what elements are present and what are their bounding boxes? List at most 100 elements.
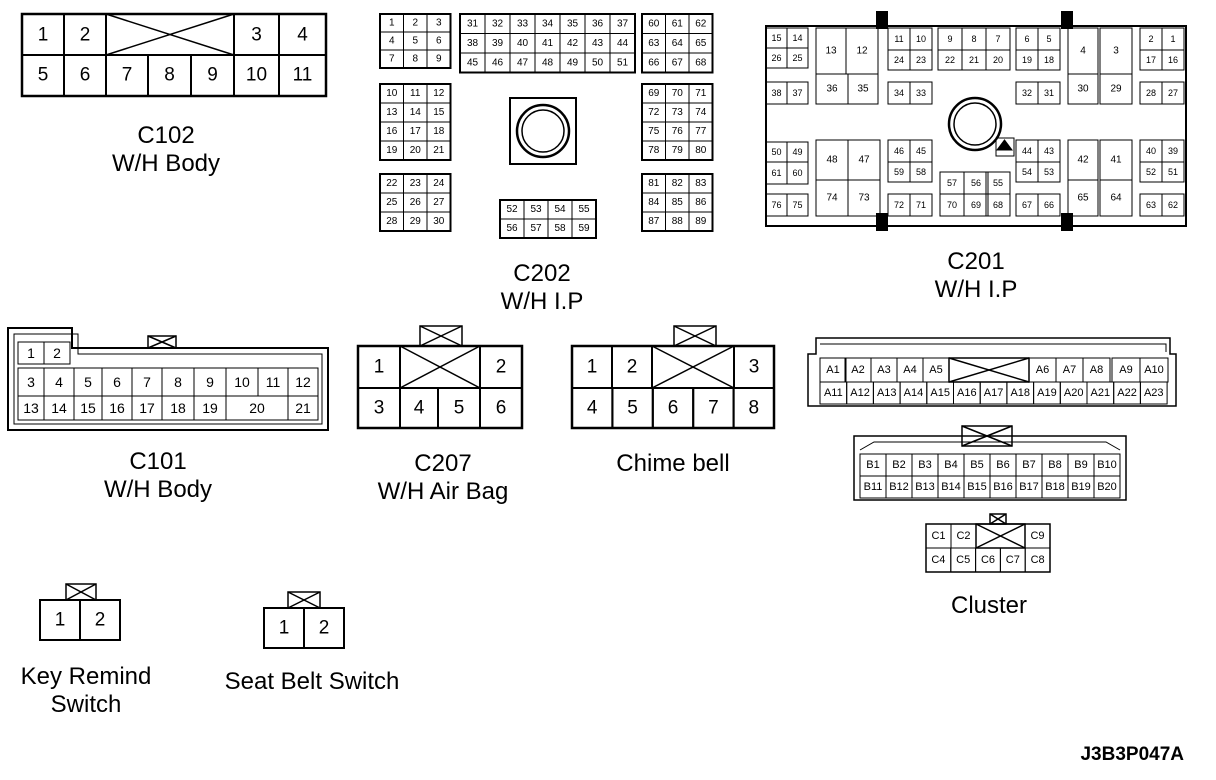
pin-number: 11 (293, 65, 313, 86)
pin-number: 52 (506, 204, 518, 215)
pin-number: 13 (23, 400, 39, 416)
cluster-a-housing (807, 337, 1177, 407)
pin-number: 18 (433, 126, 445, 137)
pin-number: C8 (1031, 554, 1045, 566)
pin-cell (303, 607, 345, 649)
pin-number: 3 (1113, 46, 1119, 57)
pin-number: A11 (824, 387, 843, 399)
pin-block-outline (379, 173, 452, 232)
pin-block-outline (459, 13, 636, 74)
c201-guide-hole (953, 102, 997, 146)
pin-number: 65 (695, 38, 707, 49)
pin-number: 2 (496, 357, 507, 378)
pin-number: 24 (894, 55, 904, 65)
pin-number: 9 (436, 54, 442, 65)
pin-number: 54 (554, 204, 566, 215)
pin-number: A5 (929, 364, 942, 376)
pin-cell (909, 49, 933, 71)
pin-number: 23 (916, 55, 926, 65)
pin-number: 5 (38, 65, 49, 86)
pin-number: A16 (957, 387, 977, 399)
pin-number: B5 (970, 459, 983, 471)
pin-number: A6 (1036, 364, 1049, 376)
pin-number: A9 (1119, 364, 1132, 376)
pin-number: 81 (648, 178, 660, 189)
pin-number: A23 (1144, 387, 1164, 399)
pin-number: B1 (866, 459, 879, 471)
pin-number: 30 (1077, 84, 1089, 95)
pin-number: B11 (864, 481, 883, 493)
pin-number: 43 (592, 38, 604, 49)
pin-number: 55 (993, 178, 1003, 188)
pin-cell (278, 54, 327, 97)
pin-number: 62 (695, 18, 707, 29)
pin-number: 32 (492, 18, 504, 29)
pin-number: C5 (956, 554, 970, 566)
pin-number: 7 (708, 398, 719, 419)
pin-cell (786, 193, 809, 217)
pin-number: 57 (530, 223, 542, 234)
pin-number: 4 (55, 374, 63, 390)
pin-cell (1161, 161, 1185, 183)
pin-cell (909, 193, 933, 217)
pin-number: 53 (530, 204, 542, 215)
pin-cell (909, 81, 933, 105)
pin-number: 56 (506, 223, 518, 234)
pin-cell (985, 193, 1011, 217)
pin-number: 14 (792, 33, 802, 43)
pin-number: C2 (956, 530, 970, 542)
pin-number: 37 (792, 88, 802, 98)
pin-number: 87 (648, 216, 660, 227)
pin-number: 83 (695, 178, 707, 189)
pin-number: 17 (1146, 55, 1156, 65)
pin-number: 23 (410, 178, 422, 189)
pin-number: 40 (517, 38, 529, 49)
pin-number: A21 (1091, 387, 1111, 399)
pin-number: 12 (295, 374, 311, 390)
pin-number: 74 (695, 107, 707, 118)
pin-number: 76 (771, 200, 781, 210)
pin-block-outline (379, 13, 452, 69)
pin-number: 16 (109, 400, 125, 416)
pin-block-outline (641, 83, 714, 161)
pin-cell (1037, 49, 1061, 71)
pin-number: 4 (389, 36, 395, 47)
pin-number: 65 (1077, 193, 1089, 204)
pin-number: 1 (27, 345, 35, 361)
pin-number: A22 (1117, 387, 1137, 399)
pin-cell (847, 179, 881, 217)
pin-number: 66 (648, 57, 660, 68)
pin-number: 20 (410, 145, 422, 156)
c201-lock (876, 213, 888, 231)
pin-number: 32 (1022, 88, 1032, 98)
pin-number: 13 (386, 107, 398, 118)
pin-number: 78 (648, 145, 660, 156)
pin-number: 50 (771, 147, 781, 157)
pin-number: 25 (386, 197, 398, 208)
pin-cell (1067, 179, 1099, 217)
pin-number: 15 (433, 107, 445, 118)
pin-number: 3 (749, 357, 760, 378)
pin-number: B15 (967, 481, 987, 493)
pin-number: 47 (858, 155, 870, 166)
pin-number: 4 (1080, 46, 1086, 57)
pin-number: A18 (1010, 387, 1030, 399)
pin-number: 5 (627, 398, 638, 419)
pin-number: 21 (295, 400, 311, 416)
pin-number: 1 (55, 610, 66, 631)
pin-number: 79 (672, 145, 684, 156)
pin-number: 6 (496, 398, 507, 419)
blank-cavity-cross (399, 345, 481, 389)
pin-number: 13 (825, 46, 837, 57)
pin-number: 49 (792, 147, 802, 157)
cluster-b-housing (853, 435, 1127, 501)
c201-pin-mark-icon (996, 139, 1013, 151)
pin-number: 1 (587, 357, 598, 378)
pin-number: 43 (1044, 146, 1054, 156)
c101-housing-inner (13, 333, 323, 425)
pin-number: B12 (889, 481, 909, 493)
pin-number: 10 (246, 65, 267, 86)
